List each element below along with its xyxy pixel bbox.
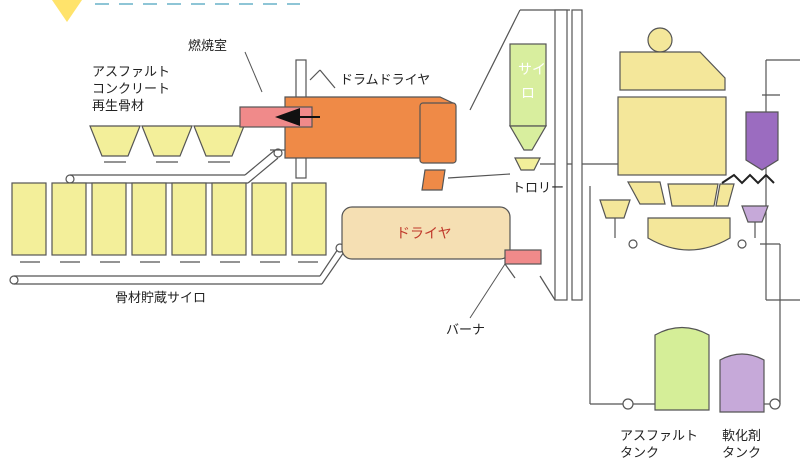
- asphalt-piping: [589, 186, 781, 410]
- label-drum-dryer: ドラムドライヤ: [340, 73, 430, 88]
- label-combustion-chamber: 燃焼室: [188, 38, 227, 54]
- bucket-elevator: [539, 9, 583, 301]
- silo: [508, 43, 548, 151]
- label-dryer: ドライヤ: [396, 226, 452, 242]
- exhaust-duct: [447, 9, 570, 179]
- label-silo-1: サイ: [518, 62, 546, 78]
- hopper-1: [89, 125, 141, 157]
- softener-tank: [719, 353, 765, 413]
- label-trolley: トロリー: [512, 181, 564, 196]
- label-recycled-3: 再生骨材: [92, 99, 144, 114]
- label-aggregate-storage-silo: 骨材貯蔵サイロ: [115, 291, 206, 306]
- drum-dryer: [284, 96, 457, 191]
- label-softener-tank-1: 軟化剤: [722, 428, 761, 444]
- label-burner: バーナ: [446, 323, 485, 338]
- asphalt-tank: [654, 326, 710, 411]
- label-softener-tank-2: タンク: [722, 446, 761, 461]
- burner: [504, 249, 542, 265]
- aggregate-storage-silos: [11, 182, 327, 263]
- label-silo-2: ロ: [521, 86, 535, 102]
- label-recycled-2: コンクリート: [92, 82, 170, 97]
- label-asphalt-tank-1: アスファルト: [620, 429, 698, 444]
- right-frame: [765, 59, 800, 301]
- flame-accent: [52, 0, 82, 22]
- drum-burner: [239, 106, 320, 128]
- hopper-2: [141, 125, 193, 157]
- softener-feeder: [721, 94, 780, 249]
- hopper-3: [193, 125, 245, 157]
- recycled-aggregate-hoppers: [89, 125, 245, 163]
- label-asphalt-tank-2: タンク: [620, 446, 659, 461]
- mixing-tower: [599, 27, 735, 251]
- label-recycled-1: アスファルト: [92, 65, 170, 80]
- dryer: [341, 206, 542, 279]
